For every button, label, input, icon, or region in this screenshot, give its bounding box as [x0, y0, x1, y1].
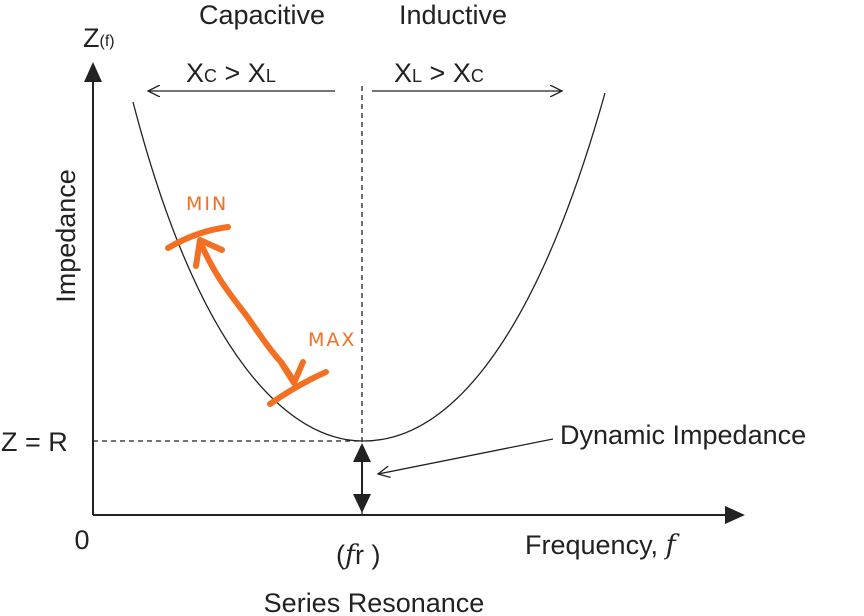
- y-axis-symbol: Z(f): [83, 23, 115, 53]
- min-hook: [165, 224, 231, 251]
- capacitive-label: Capacitive: [199, 0, 325, 30]
- x-axis-label: Frequency, f: [525, 530, 680, 561]
- inductive-relation: XL > XC: [394, 58, 484, 88]
- origin-label: 0: [74, 525, 89, 555]
- max-hook: [267, 369, 329, 407]
- x-axis-arrowhead: [725, 506, 745, 524]
- y-axis-label: Impedance: [51, 169, 81, 303]
- annotation-min: MIN: [186, 193, 228, 215]
- y-axis-arrowhead: [84, 62, 102, 82]
- impedance-curve: [132, 92, 606, 442]
- capacitive-relation: XC > XL: [186, 58, 276, 88]
- annotation-max: MAX: [308, 329, 356, 351]
- series-resonance-caption: Series Resonance: [264, 588, 485, 616]
- hand-annotation: [165, 224, 329, 407]
- annotation-arrow-shaft: [198, 241, 297, 385]
- max-arrowhead: [279, 359, 306, 386]
- resonance-label: (fr ): [336, 540, 380, 571]
- min-arrowhead: [193, 237, 225, 269]
- inductive-label: Inductive: [399, 0, 507, 30]
- dynamic-impedance-pointer: [378, 438, 554, 474]
- z-equals-r-label: Z = R: [1, 427, 68, 457]
- dynamic-impedance-label: Dynamic Impedance: [560, 420, 806, 450]
- r-arrow-down-head: [353, 494, 371, 513]
- r-arrow-up-head: [353, 443, 371, 462]
